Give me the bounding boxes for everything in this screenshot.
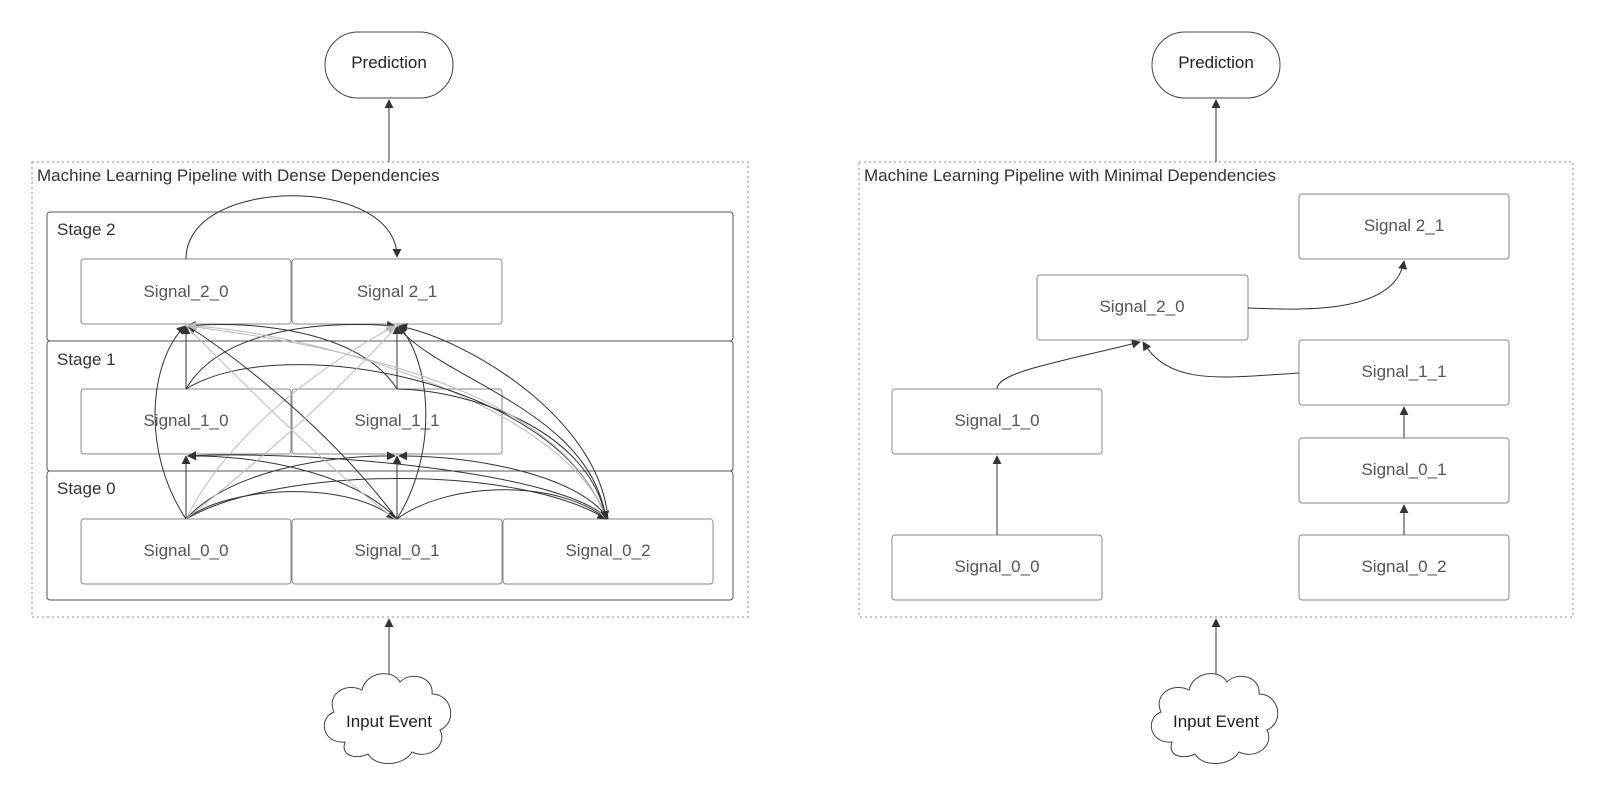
pipeline-title-left: Machine Learning Pipeline with Dense Dep… xyxy=(37,166,440,185)
signal-node-0-0-right: Signal_0_0 xyxy=(891,534,1103,601)
edge-s1-0-to-s2-1 xyxy=(185,320,396,390)
cloud-shape-left xyxy=(323,673,452,764)
svg-text:Signal_2_0: Signal_2_0 xyxy=(1099,297,1184,316)
signal-node-0-1-left: Signal_0_1 xyxy=(291,518,503,585)
edge-r-s1-1-to-s2-0 xyxy=(1142,341,1300,378)
svg-text:Signal_0_2: Signal_0_2 xyxy=(1361,557,1446,576)
edge-light-cross-1 xyxy=(185,325,396,520)
svg-text:Signal_1_0: Signal_1_0 xyxy=(954,411,1039,430)
signal-node-0-2-left: Signal_0_2 xyxy=(502,518,714,585)
edge-s0-0-to-s2-0 xyxy=(154,325,187,520)
minimal-pipeline-diagram: Prediction Machine Learning Pipeline wit… xyxy=(858,31,1574,764)
signal-node-2-1-left: Signal 2_1 xyxy=(291,258,503,325)
prediction-label-left: Prediction xyxy=(351,53,427,72)
edge-s2-1-to-s0-2 xyxy=(396,325,610,520)
edge-s0-2-to-s1-0 xyxy=(187,451,609,520)
signal-node-1-0-left: Signal_1_0 xyxy=(80,388,292,455)
input-event-label-right: Input Event xyxy=(1173,712,1259,731)
minimal-dependency-edges xyxy=(992,260,1409,535)
cloud-shape-right xyxy=(1150,673,1279,764)
signal-node-0-1-right: Signal_0_1 xyxy=(1298,437,1510,504)
edge-s0-1-to-s2-0 xyxy=(187,325,398,520)
edge-s0-2-to-s2-1 xyxy=(398,323,609,520)
edge-r-s1-0-to-s2-0 xyxy=(996,339,1141,390)
signal-node-0-2-right: Signal_0_2 xyxy=(1298,534,1510,601)
svg-text:Signal_2_0: Signal_2_0 xyxy=(143,282,228,301)
pipeline-title-right: Machine Learning Pipeline with Minimal D… xyxy=(864,166,1276,185)
svg-text:Signal_1_1: Signal_1_1 xyxy=(354,411,439,430)
signal-node-2-0-right: Signal_2_0 xyxy=(1036,274,1249,341)
edge-light-cross-2 xyxy=(185,325,398,520)
signal-node-0-0-left: Signal_0_0 xyxy=(80,518,292,585)
svg-text:Signal_1_0: Signal_1_0 xyxy=(143,411,228,430)
dense-pipeline-diagram: Prediction Machine Learning Pipeline wit… xyxy=(31,31,749,764)
svg-text:Signal_0_0: Signal_0_0 xyxy=(954,557,1039,576)
edge-s0-1-to-s1-0 xyxy=(187,451,398,520)
stage-1-label: Stage 1 xyxy=(57,350,116,369)
prediction-node-right: Prediction xyxy=(1151,31,1281,99)
edge-s0-1-to-s2-1 xyxy=(396,325,427,520)
input-event-label-left: Input Event xyxy=(346,712,432,731)
svg-text:Signal_0_1: Signal_0_1 xyxy=(354,541,439,560)
prediction-label-right: Prediction xyxy=(1178,53,1254,72)
edge-s1-1-to-s0-2 xyxy=(396,388,609,520)
edge-s0-2-to-s1-1 xyxy=(398,451,609,520)
edge-s2-0-to-s0-2 xyxy=(185,325,608,520)
svg-text:Signal_0_1: Signal_0_1 xyxy=(1361,460,1446,479)
svg-text:Signal_1_1: Signal_1_1 xyxy=(1361,362,1446,381)
stage-2-label: Stage 2 xyxy=(57,220,116,239)
pipeline-frame-right xyxy=(858,161,1574,618)
svg-text:Signal_0_2: Signal_0_2 xyxy=(565,541,650,560)
edge-s0-2-to-s2-0 xyxy=(187,321,609,520)
edge-s1-1-to-s2-0 xyxy=(187,320,398,390)
edge-s2-0-to-s2-1 xyxy=(185,195,402,260)
input-event-cloud-left: Input Event xyxy=(323,673,452,764)
signal-node-2-1-right: Signal 2_1 xyxy=(1298,193,1510,260)
input-event-cloud-right: Input Event xyxy=(1150,673,1279,764)
svg-text:Signal_0_0: Signal_0_0 xyxy=(143,541,228,560)
dense-dependency-edges xyxy=(154,195,610,520)
stage-0-label: Stage 0 xyxy=(57,479,116,498)
signal-node-1-0-right: Signal_1_0 xyxy=(891,388,1103,455)
edge-s0-0-to-s1-1 xyxy=(185,451,396,520)
prediction-node-left: Prediction xyxy=(324,31,454,99)
edge-s1-0-to-s0-2 xyxy=(185,364,608,520)
edge-s0-0-to-s2-1 xyxy=(185,325,396,520)
signal-node-1-1-left: Signal_1_1 xyxy=(291,388,503,455)
edge-s0-0-to-s0-1 xyxy=(185,491,396,520)
signal-node-2-0-left: Signal_2_0 xyxy=(80,258,292,325)
svg-text:Signal 2_1: Signal 2_1 xyxy=(357,282,437,301)
edge-s0-1-to-s0-2 xyxy=(396,489,607,520)
edge-r-s2-0-to-s2-1 xyxy=(1247,260,1408,310)
signal-node-1-1-right: Signal_1_1 xyxy=(1298,339,1510,406)
edge-s0-0-to-s0-2 xyxy=(185,478,607,520)
svg-text:Signal 2_1: Signal 2_1 xyxy=(1364,216,1444,235)
